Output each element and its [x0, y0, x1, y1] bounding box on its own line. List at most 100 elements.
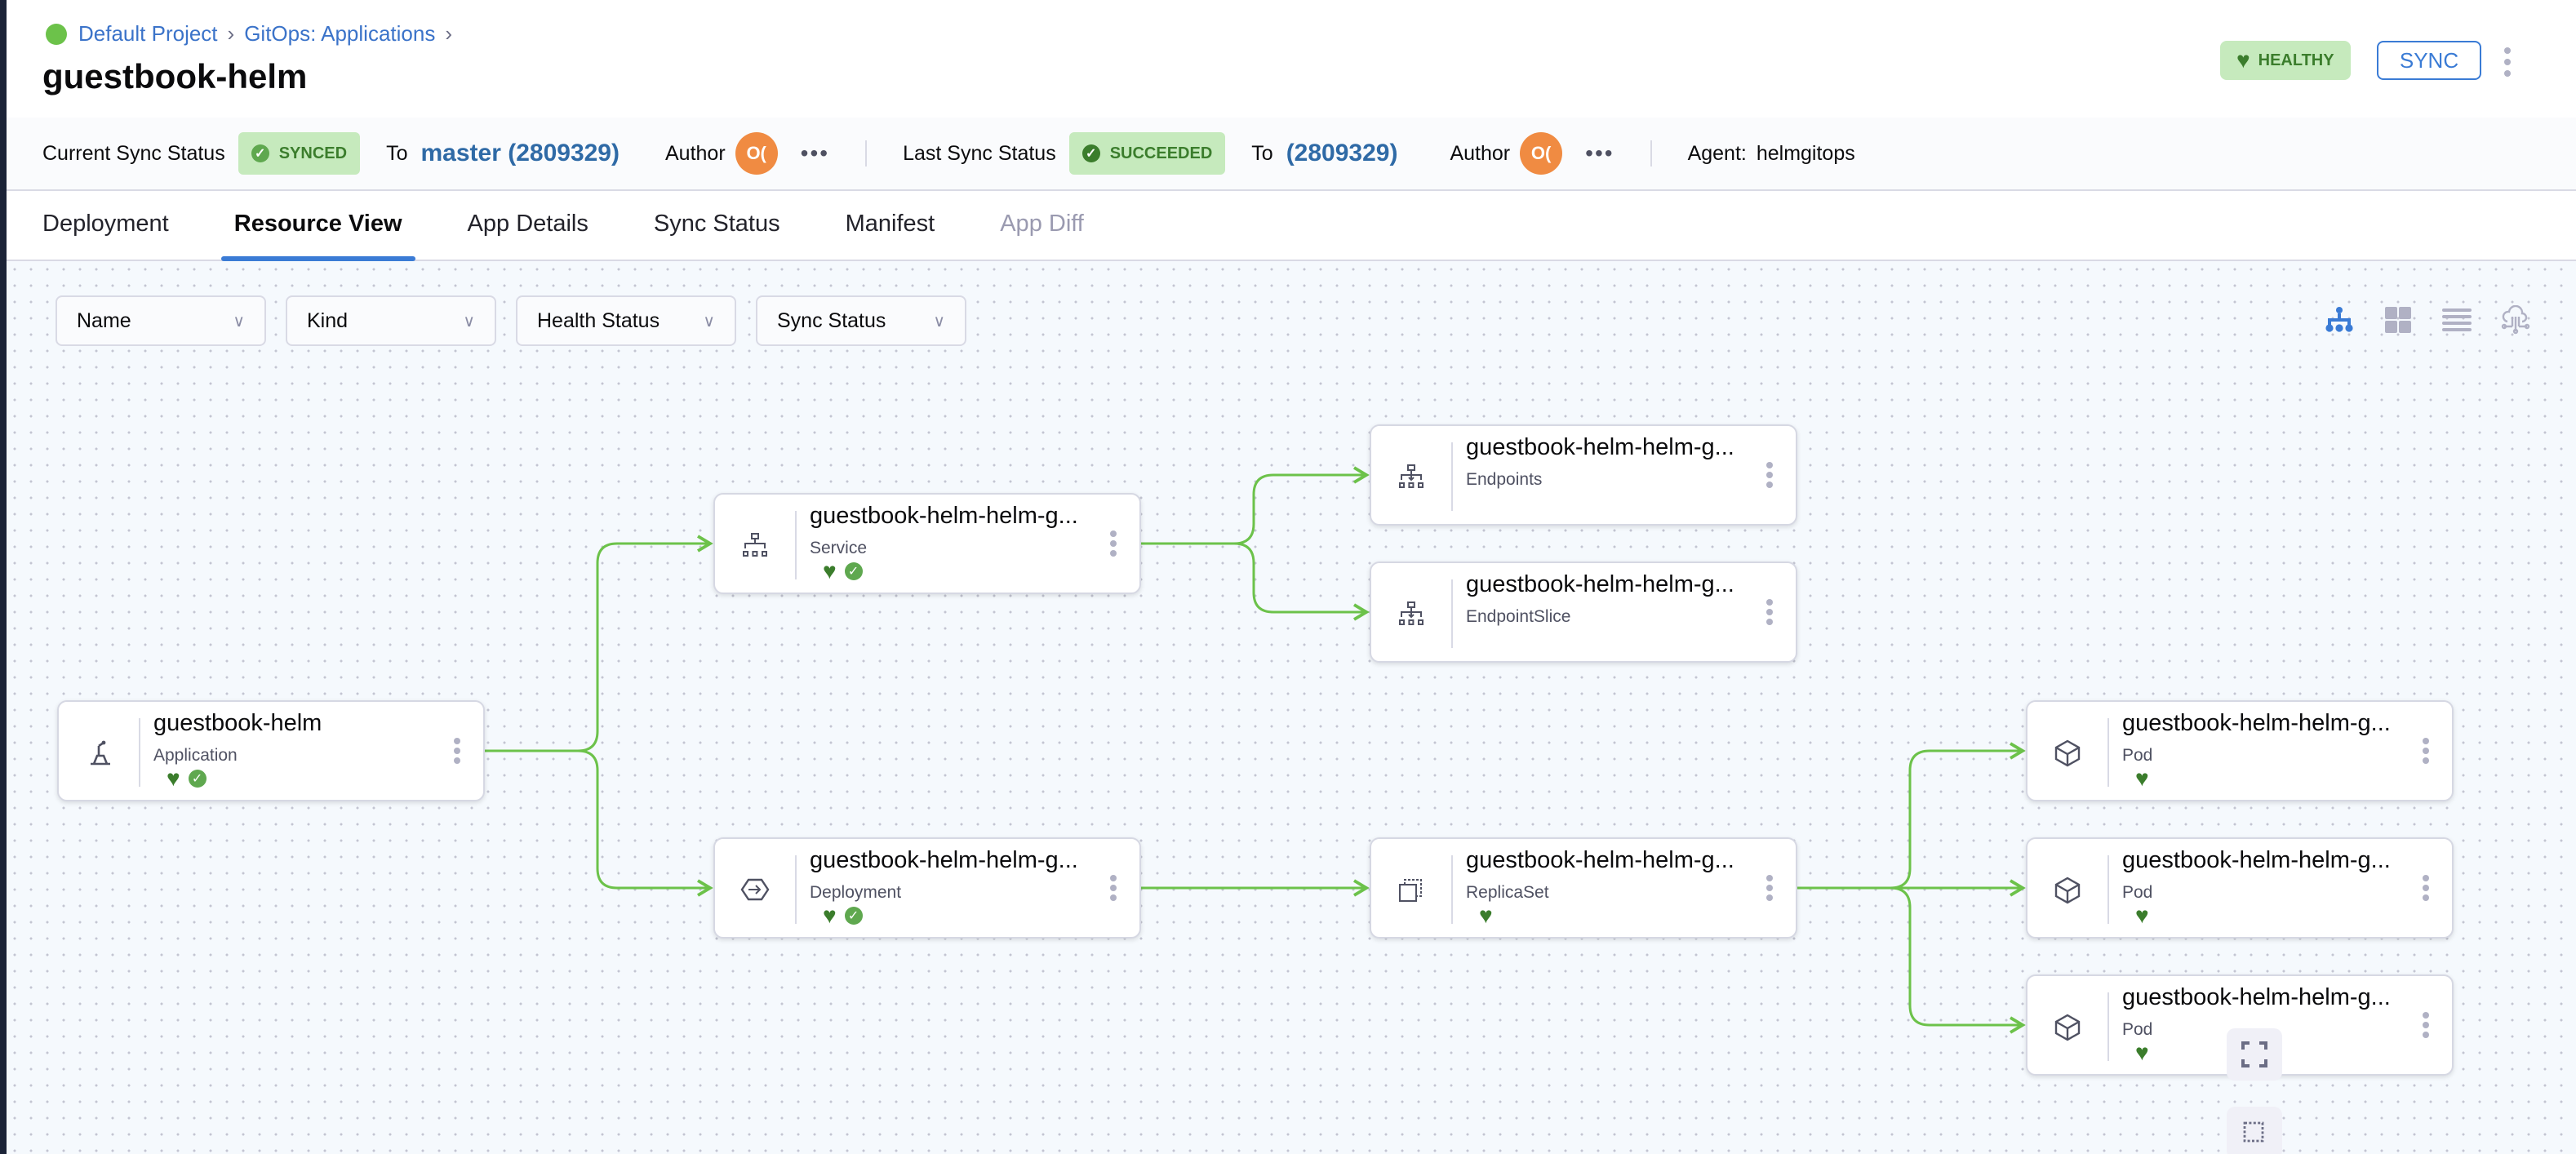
node-more-options-icon[interactable]	[1766, 875, 1773, 901]
node-kind: Service	[810, 539, 868, 557]
view-switcher	[2325, 305, 2530, 335]
node-icon-wrap	[2027, 992, 2109, 1061]
project-logo-icon	[46, 23, 67, 45]
tab-manifest[interactable]: Manifest	[845, 211, 935, 237]
node-icon-wrap	[2027, 855, 2109, 924]
name-filter-dropdown[interactable]: Name∨	[56, 295, 266, 346]
breadcrumb: Default Project › GitOps: Applications ›	[46, 21, 455, 47]
resource-node-pod[interactable]: guestbook-helm-helm-g... Pod ♥	[2026, 700, 2454, 801]
endpoints-icon	[1399, 601, 1423, 625]
grid-icon[interactable]	[2383, 305, 2413, 335]
resource-graph-canvas[interactable]: Name∨ Kind∨ Health Status∨ Sync Status∨ …	[7, 261, 2576, 1154]
chevron-down-icon: ∨	[463, 312, 475, 331]
node-more-options-icon[interactable]	[2423, 1012, 2429, 1038]
more-options-icon[interactable]	[2504, 47, 2511, 77]
current-revision-link[interactable]: master (2809329)	[420, 140, 620, 166]
edge-svc-eps	[1141, 542, 1370, 621]
edge-rs-pod3	[1797, 886, 2026, 1034]
breadcrumb-gitops-applications[interactable]: GitOps: Applications	[244, 21, 436, 46]
node-status: ♥	[2135, 767, 2149, 790]
node-kind: ReplicaSet	[1466, 883, 1549, 902]
node-more-options-icon[interactable]	[2423, 738, 2429, 764]
fit-screen-button[interactable]	[2227, 1028, 2282, 1081]
node-name: guestbook-helm-helm-g...	[810, 503, 1078, 529]
resource-node-pod[interactable]: guestbook-helm-helm-g... Pod ♥	[2026, 837, 2454, 939]
node-more-options-icon[interactable]	[454, 738, 460, 764]
select-area-button[interactable]	[2227, 1107, 2282, 1154]
node-more-options-icon[interactable]	[1110, 875, 1117, 901]
resource-node-endpointslice[interactable]: guestbook-helm-helm-g... EndpointSlice	[1370, 561, 1797, 663]
tab-resource-view[interactable]: Resource View	[220, 191, 415, 261]
node-status: ♥	[2135, 1040, 2149, 1065]
resource-node-application[interactable]: guestbook-helm Application ♥ ✓	[57, 700, 485, 801]
sync-button[interactable]: SYNC	[2377, 41, 2481, 80]
avatar[interactable]: O(	[1520, 132, 1563, 175]
resource-node-endpoints[interactable]: guestbook-helm-helm-g... Endpoints	[1370, 424, 1797, 526]
node-kind: Application	[153, 746, 238, 765]
more-icon[interactable]: •••	[800, 140, 830, 166]
tree-icon[interactable]	[2325, 305, 2354, 335]
sync-status-filter-dropdown[interactable]: Sync Status ∨	[756, 295, 966, 346]
filter-label: Health Status	[537, 308, 660, 332]
node-kind: EndpointSlice	[1466, 607, 1571, 626]
heart-icon: ♥	[167, 766, 180, 791]
node-kind: Pod	[2122, 1020, 2153, 1039]
chevron-down-icon: ∨	[933, 312, 945, 331]
service-icon	[743, 533, 767, 557]
fit-screen-icon	[2241, 1041, 2267, 1067]
node-kind: Pod	[2122, 883, 2153, 902]
node-more-options-icon[interactable]	[1766, 462, 1773, 488]
avatar[interactable]: O(	[735, 132, 778, 175]
last-revision-link[interactable]: (2809329)	[1286, 140, 1398, 166]
heart-icon: ♥	[2135, 1040, 2149, 1065]
node-name: guestbook-helm	[153, 710, 322, 736]
edge-app-dep	[485, 749, 713, 897]
more-icon[interactable]: •••	[1585, 140, 1614, 166]
sync-status-bar: Current Sync Status ✓SYNCED To master (2…	[7, 118, 2576, 191]
endpoints-icon	[1399, 464, 1423, 488]
node-kind: Endpoints	[1466, 470, 1543, 489]
node-more-options-icon[interactable]	[1766, 599, 1773, 625]
heart-icon: ♥	[2236, 47, 2250, 73]
node-icon-wrap	[2027, 718, 2109, 787]
heart-icon: ♥	[2135, 903, 2149, 928]
author-label: Author	[1450, 141, 1511, 165]
tab-sync-status[interactable]: Sync Status	[653, 211, 780, 237]
tab-app-details[interactable]: App Details	[467, 211, 588, 237]
graph-edges	[485, 466, 2026, 1034]
resource-node-deployment[interactable]: guestbook-helm-helm-g... Deployment ♥✓	[713, 837, 1141, 939]
edge-app-svc	[485, 535, 713, 752]
filter-label: Sync Status	[777, 308, 886, 332]
node-status: ♥✓	[823, 560, 863, 583]
chevron-down-icon: ∨	[233, 312, 245, 331]
node-more-options-icon[interactable]	[2423, 875, 2429, 901]
pod-icon	[2054, 739, 2081, 767]
check-icon: ✓	[251, 144, 269, 162]
node-status: ♥	[1479, 904, 1493, 927]
node-kind: Deployment	[810, 883, 902, 902]
synced-check-icon: ✓	[188, 770, 207, 788]
to-label: To	[386, 141, 408, 165]
resource-node-replicaset[interactable]: guestbook-helm-helm-g... ReplicaSet ♥	[1370, 837, 1797, 939]
resource-node-service[interactable]: guestbook-helm-helm-g... Service ♥✓	[713, 493, 1141, 594]
page-title: guestbook-helm	[42, 57, 308, 95]
replicaset-icon	[1399, 879, 1422, 902]
list-icon[interactable]	[2442, 305, 2472, 335]
node-name: guestbook-helm-helm-g...	[2122, 984, 2391, 1010]
chevron-right-icon: ›	[227, 21, 235, 46]
tab-deployment[interactable]: Deployment	[42, 211, 169, 237]
last-sync-label: Last Sync Status	[903, 141, 1056, 165]
breadcrumb-default-project[interactable]: Default Project	[78, 21, 218, 46]
kind-filter-dropdown[interactable]: Kind∨	[286, 295, 496, 346]
node-more-options-icon[interactable]	[1110, 530, 1117, 557]
node-name: guestbook-helm-helm-g...	[810, 847, 1078, 873]
select-area-icon	[2243, 1121, 2264, 1143]
page-header: Default Project › GitOps: Applications ›…	[7, 0, 2576, 118]
to-label: To	[1251, 141, 1273, 165]
tab-bar: Deployment Resource View App Details Syn…	[7, 191, 2576, 261]
health-status-filter-dropdown[interactable]: Health Status∨	[516, 295, 736, 346]
node-icon-wrap	[1371, 855, 1453, 924]
node-name: guestbook-helm-helm-g...	[2122, 847, 2391, 873]
cloud-network-icon[interactable]	[2501, 305, 2530, 335]
